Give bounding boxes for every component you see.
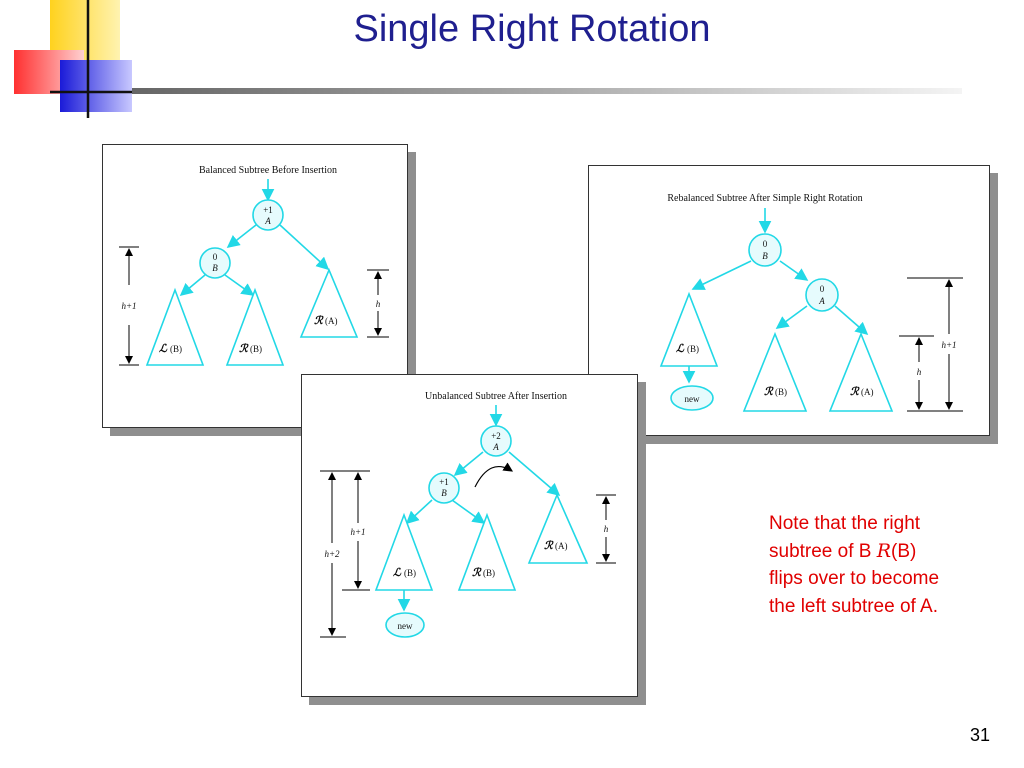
script-r-glyph: R [876,539,892,562]
script-l-glyph: ℒ [676,343,685,355]
title-underline [132,88,962,94]
figure-caption: Unbalanced Subtree After Insertion [425,391,567,402]
node-a-balance: +1 [263,205,273,215]
subtree-right-label: (A) [555,541,568,551]
page-number: 31 [969,725,990,745]
subtree-right-label: (A) [861,387,874,397]
figure-after-insertion: Unbalanced Subtree After Insertion +2 A … [301,374,638,697]
script-l-glyph: ℒ [393,567,402,579]
subtree-right [828,331,894,412]
node-new [385,612,425,638]
figure-caption: Rebalanced Subtree After Simple Right Ro… [667,193,862,204]
script-l-glyph: ℒ [159,343,168,355]
figure-before-insertion: Balanced Subtree Before Insertion +1 A 0… [102,144,408,428]
slide-title: Single Right Rotation [353,8,711,50]
node-b [748,233,782,267]
subtree-right-label: (A) [325,316,338,326]
node-a-balance: 0 [820,284,825,294]
node-new-label: new [685,394,700,404]
node-a [805,278,839,312]
subtree-right [299,267,359,338]
height-label-right: h [376,299,381,309]
height-label-inner: h [917,367,922,377]
subtree-left [374,512,434,591]
script-r-glyph: ℛ [544,540,554,552]
subtree-left [145,287,205,366]
note-line: Note that the right [769,513,921,534]
subtree-middle [742,331,808,412]
node-a-label: A [264,216,271,226]
subtree-left-label: (B) [170,344,182,354]
height-label-outer: h+1 [941,340,956,350]
node-b [199,247,231,279]
node-new [670,385,714,411]
subtree-middle-label: (B) [483,568,495,578]
figure-after-rotation: Rebalanced Subtree After Simple Right Ro… [588,165,990,436]
script-r-glyph: ℛ [764,386,774,398]
height-label-left: h+1 [121,301,136,311]
node-new-label: new [398,621,413,631]
subtree-middle-label: (B) [250,344,262,354]
height-label-right: h [604,524,609,534]
node-b-label: B [212,263,218,273]
script-r-glyph: ℛ [314,315,324,327]
subtree-left-label: (B) [687,344,699,354]
node-a-label: A [492,442,499,452]
node-a-label: A [818,296,825,306]
script-r-glyph: ℛ [472,567,482,579]
node-b-label: B [441,488,447,498]
node-b-balance: +1 [439,477,449,487]
height-label-outer: h+2 [324,549,340,559]
subtree-middle-label: (B) [775,387,787,397]
node-a [480,425,512,457]
subtree-middle [225,287,285,366]
script-r-glyph: ℛ [850,386,860,398]
rotation-arrow-icon [474,462,514,488]
explanation-note: Note that the right subtree of B R(B) fl… [769,510,999,620]
subtree-left-label: (B) [404,568,416,578]
subtree-left [659,291,719,367]
figure-caption: Balanced Subtree Before Insertion [199,165,337,176]
note-line: the left subtree of A. [769,595,938,617]
script-r-glyph: ℛ [239,343,249,355]
subtree-middle [457,512,517,591]
node-a-balance: +2 [491,431,501,441]
note-line: subtree of B R(B) [769,539,917,562]
node-b-balance: 0 [763,239,768,249]
subtree-right [527,492,589,564]
corner-decoration [0,0,160,120]
node-b [428,472,460,504]
node-b-balance: 0 [213,252,218,262]
height-label-inner: h+1 [350,527,365,537]
node-b-label: B [762,251,768,261]
note-line: flips over to become [769,568,940,589]
node-a [252,199,284,231]
